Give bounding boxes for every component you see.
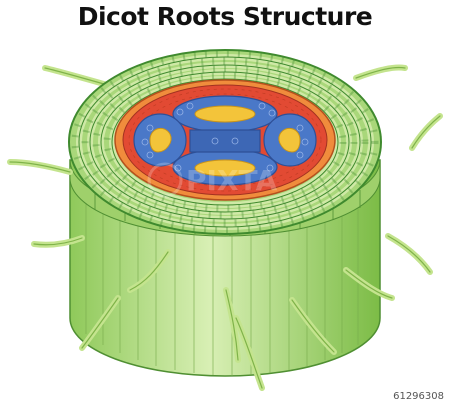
diagram-title: Dicot Roots Structure (77, 2, 373, 31)
cross-section-top (68, 49, 382, 235)
pixta-watermark: PIXTA (147, 162, 277, 198)
cortex-cell-rings (76, 54, 374, 230)
stock-id: 61296308 (393, 391, 444, 402)
phloem (149, 105, 301, 177)
svg-text:PIXTA: PIXTA (186, 164, 277, 197)
